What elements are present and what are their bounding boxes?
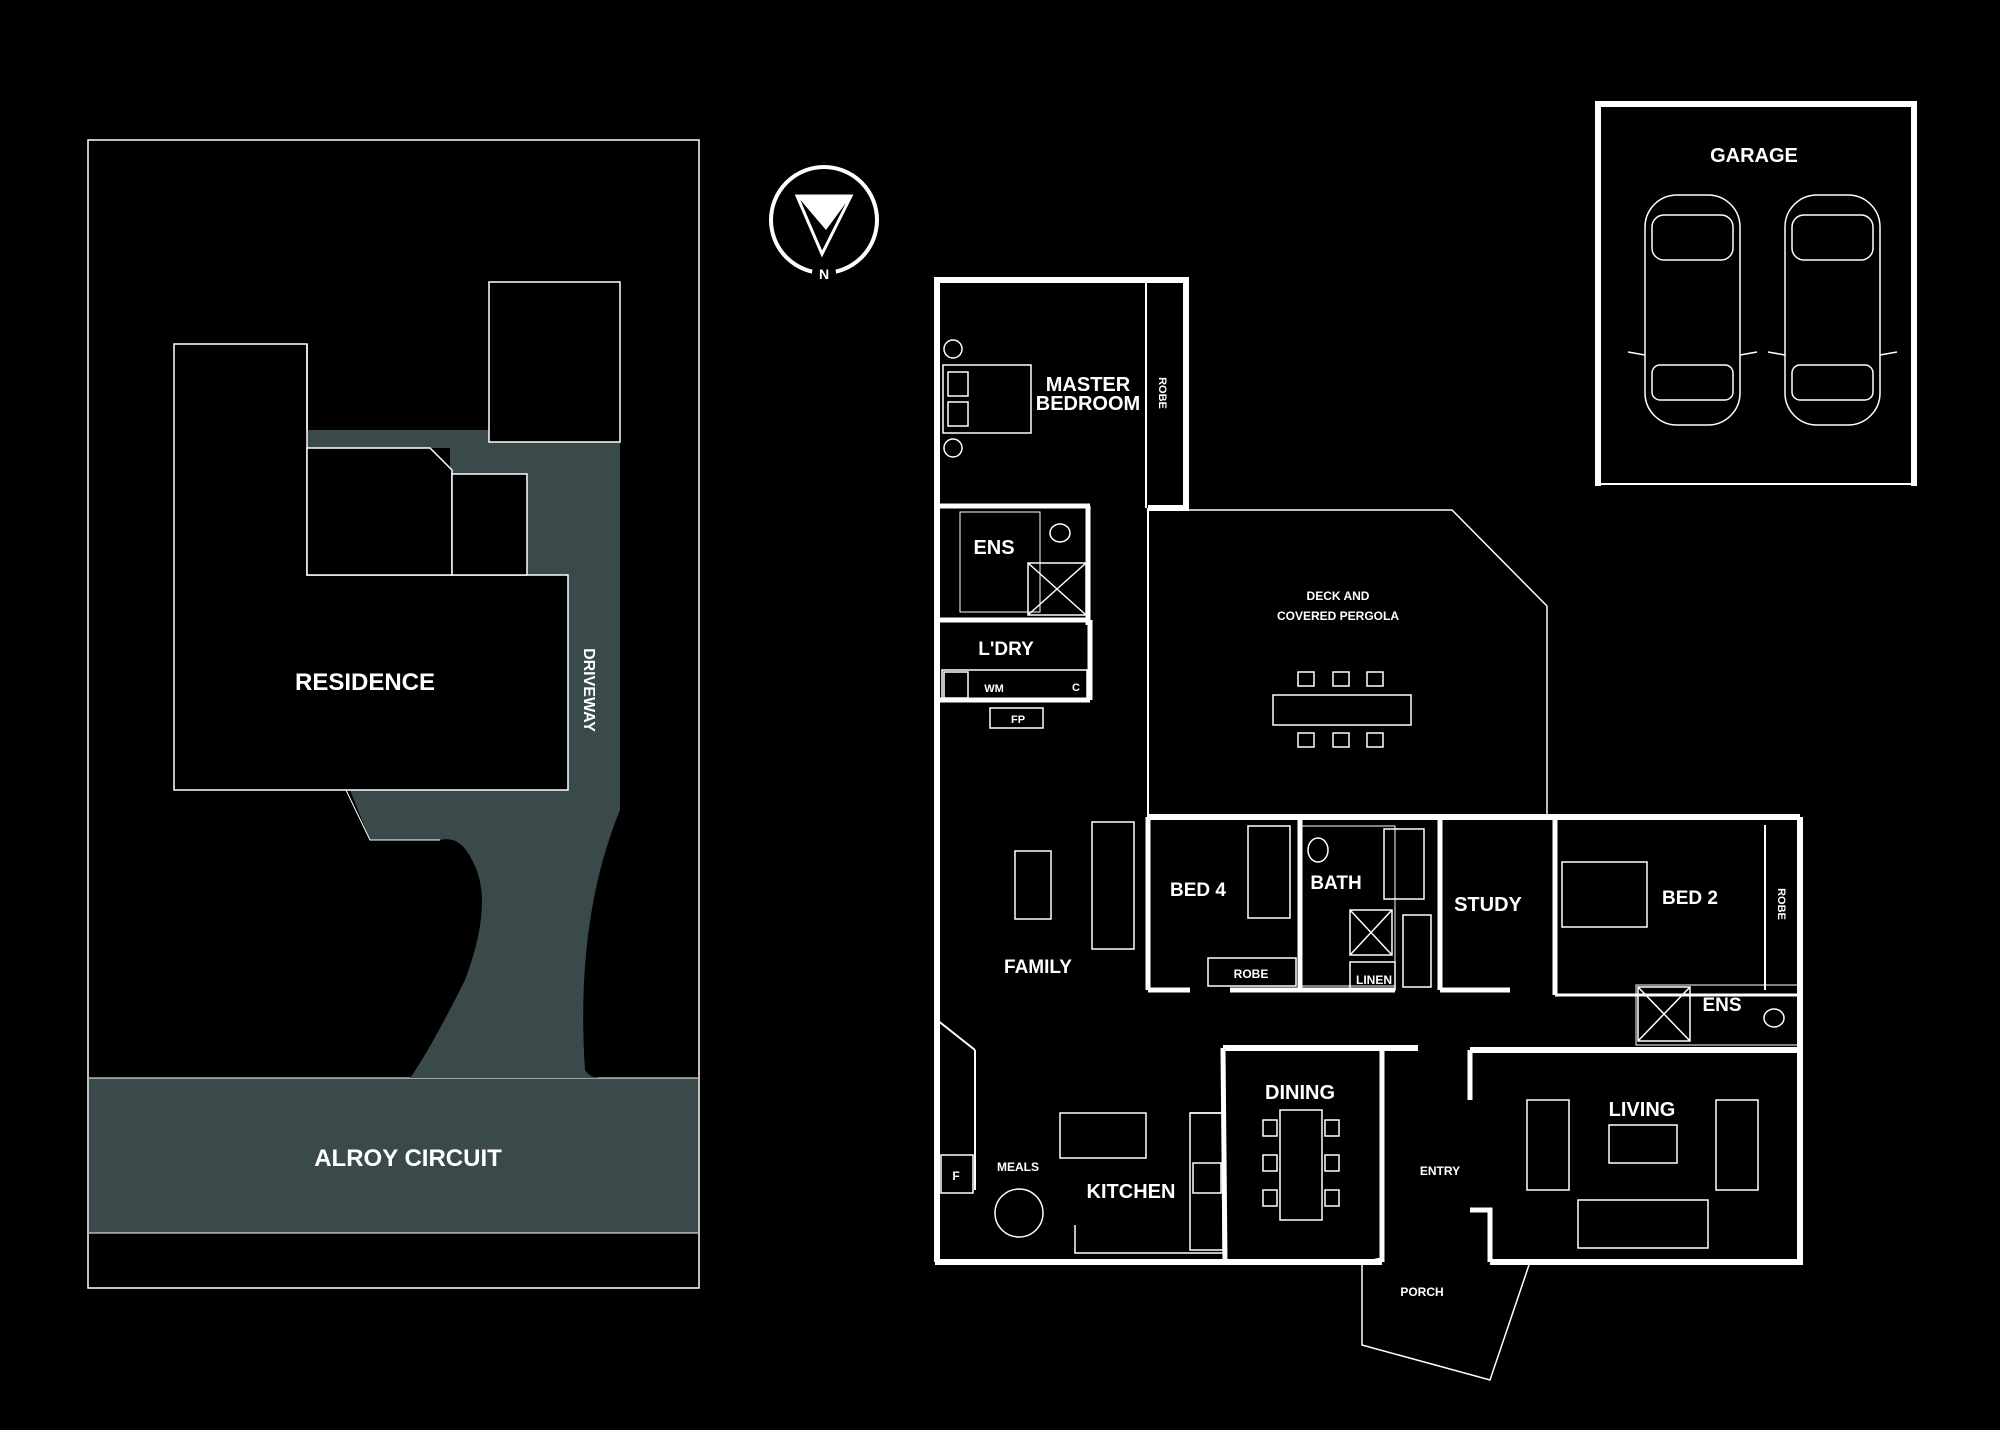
- sofa-icon: [1091, 821, 1135, 950]
- driveway-label: DRIVEWAY: [580, 648, 597, 732]
- linen-label: LINEN: [1356, 973, 1392, 987]
- site-plan: RESIDENCE DRIVEWAY ALROY CIRCUIT: [87, 139, 700, 1289]
- meals-label: MEALS: [997, 1160, 1039, 1174]
- armchair-icon: [1715, 1099, 1759, 1191]
- master-bedroom-label: MASTER: [1046, 374, 1131, 396]
- street: [89, 1078, 698, 1233]
- bed-icon: [1247, 825, 1291, 919]
- deck-label-2: COVERED PERGOLA: [1277, 609, 1399, 623]
- shower-icon: [1349, 909, 1393, 956]
- bathtub-icon: [1383, 828, 1425, 900]
- bed-icon: [1561, 861, 1648, 928]
- porch-outline: [1361, 1257, 1531, 1381]
- master-bedroom-label-2: BEDROOM: [1036, 393, 1140, 415]
- garage-label: GARAGE: [1710, 145, 1798, 167]
- coffee-table-icon: [1608, 1124, 1678, 1164]
- toilet-icon: [1049, 523, 1071, 543]
- armchair-icon: [1526, 1099, 1570, 1191]
- island-bench: [1059, 1112, 1147, 1159]
- street-label: ALROY CIRCUIT: [314, 1145, 502, 1172]
- residence-label: RESIDENCE: [295, 669, 435, 696]
- laundry-bench: [941, 669, 1088, 701]
- ens-label: ENS: [973, 537, 1014, 559]
- car-icon: [1767, 194, 1898, 426]
- robe-bed2-label: ROBE: [1775, 888, 1787, 920]
- bed4-label: BED 4: [1170, 880, 1226, 901]
- c-label: C: [1072, 682, 1080, 694]
- driveway: [307, 430, 620, 1078]
- entry-label: ENTRY: [1420, 1164, 1460, 1178]
- tile-floor: [1635, 984, 1799, 1046]
- north-compass-icon: N: [769, 165, 879, 285]
- shower-icon: [1027, 562, 1087, 616]
- family-label: FAMILY: [1004, 957, 1072, 978]
- tile-floor: [959, 511, 1041, 613]
- fp-box: [989, 707, 1044, 729]
- dining-table-icon: [1262, 1109, 1340, 1221]
- living-label: LIVING: [1609, 1099, 1676, 1121]
- sofa-icon: [1577, 1199, 1709, 1249]
- wm-label: WM: [984, 683, 1004, 695]
- bath-label: BATH: [1310, 873, 1361, 894]
- car-icon: [1627, 194, 1758, 426]
- north-label: N: [819, 266, 829, 282]
- kitchen-label: KITCHEN: [1087, 1181, 1176, 1203]
- fridge-label: F: [952, 1169, 959, 1183]
- porch-label: PORCH: [1400, 1285, 1443, 1299]
- tile-floor: [1299, 825, 1396, 987]
- sink-icon: [943, 671, 969, 699]
- garage-footprint: [488, 281, 621, 443]
- study-label: STUDY: [1454, 894, 1522, 916]
- meals-table-icon: [994, 1188, 1044, 1238]
- house-plan: MASTER BEDROOM ROBE ENS L'DRY WM C FP DE…: [934, 277, 1803, 1381]
- toilet-icon: [1307, 837, 1329, 863]
- robe-label: ROBE: [1156, 377, 1168, 409]
- outdoor-table-icon: [1272, 671, 1412, 748]
- laundry-label: L'DRY: [978, 639, 1034, 660]
- bed-icon: [942, 339, 1032, 458]
- dining-label: DINING: [1265, 1082, 1335, 1104]
- site-boundary: [87, 139, 700, 1289]
- coffee-table-icon: [1014, 850, 1052, 920]
- robe-bed4-label: ROBE: [1234, 967, 1269, 981]
- bed2-label: BED 2: [1662, 888, 1718, 909]
- fp-label: FP: [1011, 714, 1025, 726]
- toilet-icon: [1763, 1008, 1785, 1028]
- cooktop-icon: [1192, 1162, 1222, 1194]
- ens-bed2-label: ENS: [1702, 995, 1741, 1016]
- garage: GARAGE: [1595, 101, 1917, 486]
- shower-icon: [1637, 986, 1691, 1042]
- kitchen-bench: [1189, 1112, 1224, 1251]
- deck-label: DECK AND: [1307, 589, 1370, 603]
- deck-outline: [1150, 509, 1548, 815]
- desk-icon: [1402, 914, 1432, 988]
